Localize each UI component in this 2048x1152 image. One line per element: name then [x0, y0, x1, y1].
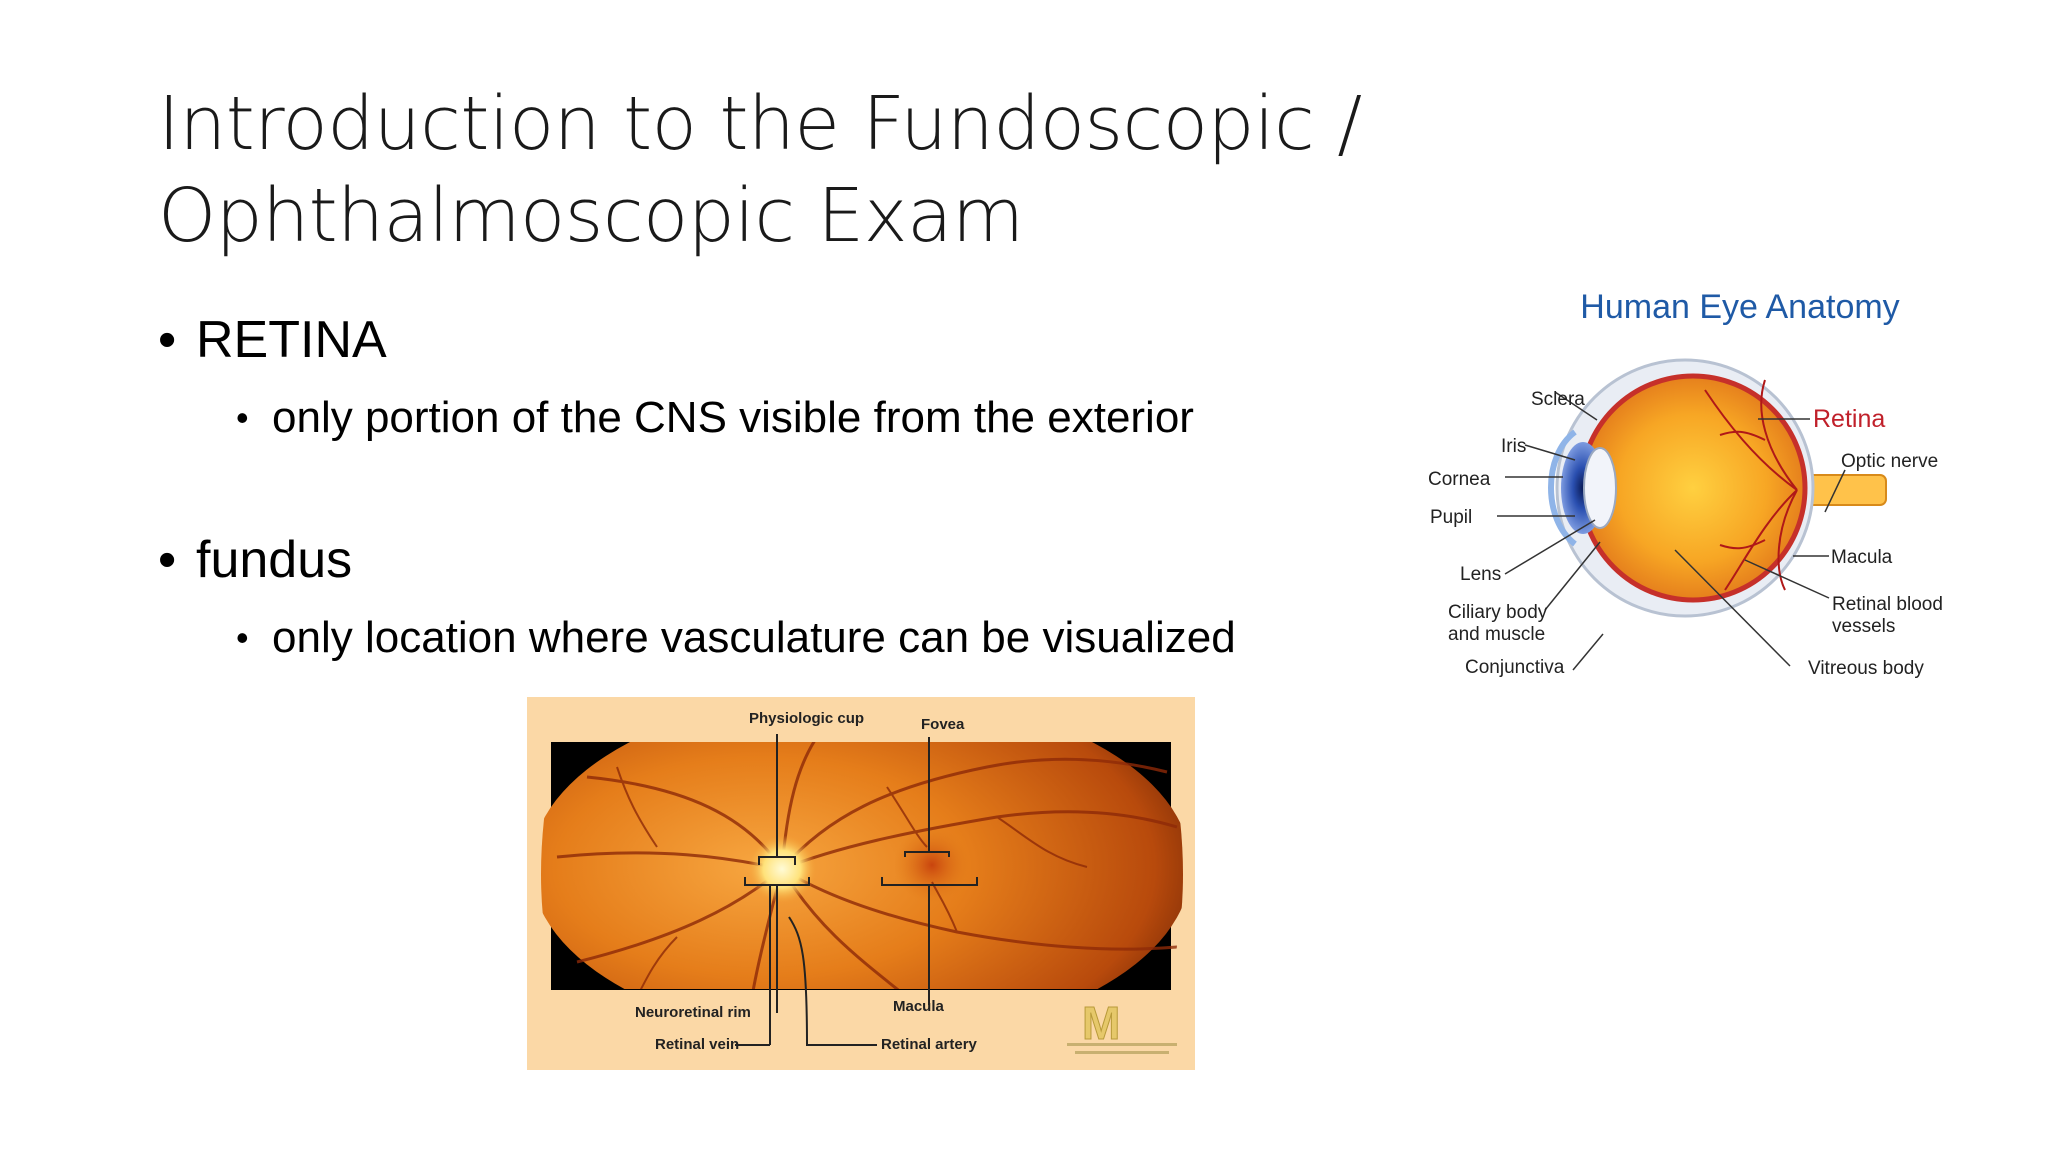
slide-title: Introduction to the Fundoscopic / Ophtha… — [158, 78, 1418, 262]
fundus-image: Physiologic cup Fovea Neuroretinal rim M… — [527, 697, 1195, 1070]
bullet-fundus: fundus — [158, 530, 352, 590]
label-iris: Iris — [1501, 436, 1526, 457]
label-retinal-blood: Retinal blood — [1832, 594, 1943, 615]
label-physiologic-cup: Physiologic cup — [749, 710, 864, 727]
label-neuroretinal-rim: Neuroretinal rim — [635, 1004, 751, 1021]
label-fovea: Fovea — [921, 716, 965, 733]
sub-bullet-retina: only portion of the CNS visible from the… — [236, 392, 1194, 444]
label-lens: Lens — [1460, 564, 1501, 585]
label-pupil: Pupil — [1430, 507, 1472, 528]
label-vessels: vessels — [1832, 616, 1895, 637]
label-optic-nerve: Optic nerve — [1841, 451, 1938, 472]
title-line-1: Introduction to the Fundoscopic / — [158, 81, 1362, 167]
university-logo: M — [1067, 997, 1177, 1054]
retina-field — [541, 742, 1183, 989]
eye-label-leaders — [1497, 391, 1846, 671]
sub-bullet-text: only portion of the CNS visible from the… — [272, 393, 1194, 442]
label-leaders — [735, 734, 978, 1046]
sub-bullet-fundus: only location where vasculature can be v… — [236, 612, 1236, 664]
bullet-retina: RETINA — [158, 310, 387, 370]
bullet-text: fundus — [196, 531, 353, 589]
eye-vessels — [1704, 379, 1798, 591]
label-macula-eye: Macula — [1831, 547, 1893, 568]
logo-line — [1075, 1051, 1169, 1054]
label-ciliary-muscle: and muscle — [1448, 624, 1545, 645]
logo-line — [1067, 1043, 1177, 1046]
label-retina: Retina — [1813, 405, 1885, 433]
optic-disc — [748, 835, 816, 903]
eye-diagram-title: Human Eye Anatomy — [1580, 288, 1899, 326]
eye-svg: Human Eye Anatomy — [1428, 288, 1943, 679]
logo-letter: M — [1082, 997, 1120, 1049]
label-retinal-vein: Retinal vein — [655, 1036, 739, 1053]
macula-spot — [894, 827, 970, 903]
label-cornea: Cornea — [1428, 469, 1491, 490]
label-macula: Macula — [893, 998, 945, 1015]
label-sclera: Sclera — [1531, 389, 1585, 410]
fundus-svg: Physiologic cup Fovea Neuroretinal rim M… — [527, 697, 1195, 1070]
label-conjunctiva: Conjunctiva — [1465, 657, 1565, 678]
lens-shape — [1583, 447, 1617, 529]
sub-bullet-text: only location where vasculature can be v… — [272, 613, 1236, 662]
cornea-shape — [1548, 429, 1577, 547]
bullet-text: RETINA — [196, 311, 387, 369]
label-vitreous-body: Vitreous body — [1808, 658, 1924, 679]
title-line-2: Ophthalmoscopic Exam — [158, 173, 1024, 259]
label-retinal-artery: Retinal artery — [881, 1036, 978, 1053]
eye-anatomy-diagram: Human Eye Anatomy — [1425, 280, 1965, 690]
label-ciliary-body: Ciliary body — [1448, 602, 1548, 623]
